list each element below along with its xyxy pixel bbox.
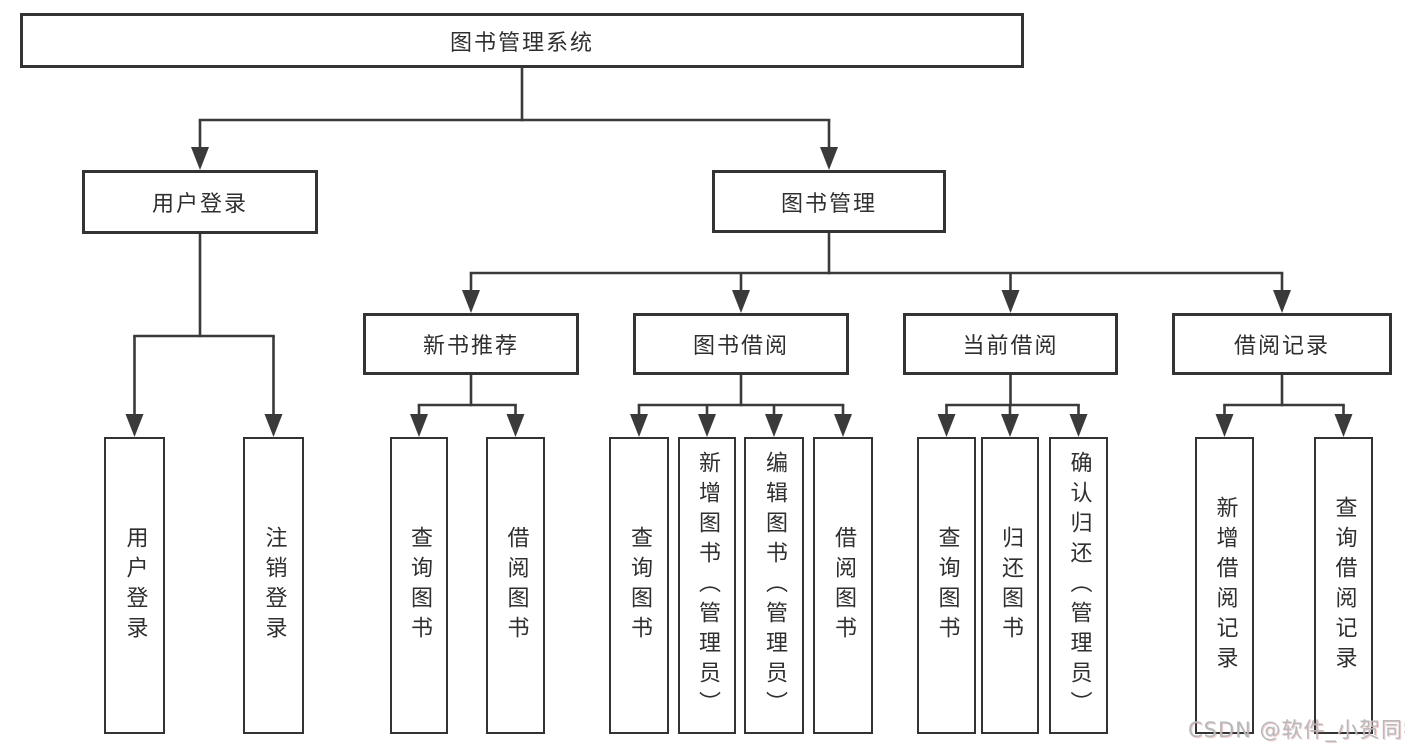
leaf-borrow-add-book-admin: 新增图书（管理员） <box>678 437 736 734</box>
node-label: 当前借阅 <box>962 334 1059 359</box>
leaf-user-login: 用户登录 <box>104 437 165 734</box>
leaf-records-query-record: 查询借阅记录 <box>1314 437 1373 734</box>
leaf-label: 编辑图书（管理员） <box>762 450 787 721</box>
leaf-borrow-borrow-book: 借阅图书 <box>813 437 873 734</box>
leaf-label: 借阅图书 <box>831 525 856 646</box>
node-label: 图书借阅 <box>692 334 789 359</box>
leaf-label: 查询借阅记录 <box>1331 495 1357 676</box>
leaf-borrow-edit-book-admin: 编辑图书（管理员） <box>744 437 804 734</box>
leaf-label: 查询图书 <box>934 525 960 646</box>
node-label: 图书管理系统 <box>449 30 594 56</box>
leaf-records-add-record: 新增借阅记录 <box>1195 437 1254 734</box>
node-new-book-recommend: 新书推荐 <box>363 313 579 375</box>
watermark: CSDN @软件_小贺同学 <box>1188 718 1405 742</box>
leaf-label: 借阅图书 <box>503 525 529 646</box>
leaf-current-confirm-return-admin: 确认归还（管理员） <box>1049 437 1108 734</box>
node-label: 借阅记录 <box>1233 334 1330 359</box>
leaf-borrow-query-book: 查询图书 <box>609 437 669 734</box>
leaf-label: 注销登录 <box>261 525 287 646</box>
leaf-label: 新增借阅记录 <box>1212 495 1238 676</box>
node-current-borrow: 当前借阅 <box>903 313 1118 375</box>
leaf-label: 新增图书（管理员） <box>695 450 720 721</box>
node-label: 新书推荐 <box>422 334 519 359</box>
leaf-current-query-book: 查询图书 <box>917 437 976 734</box>
node-library-system: 图书管理系统 <box>20 13 1024 68</box>
node-label: 图书管理 <box>780 191 877 217</box>
leaf-label: 归还图书 <box>998 525 1023 646</box>
node-borrow-records: 借阅记录 <box>1172 313 1392 375</box>
leaf-logout-login: 注销登录 <box>243 437 304 734</box>
leaf-recommend-query-book: 查询图书 <box>390 437 448 734</box>
leaf-label: 确认归还（管理员） <box>1066 450 1092 721</box>
leaf-label: 查询图书 <box>407 525 432 646</box>
node-label: 用户登录 <box>151 192 248 217</box>
node-user-login: 用户登录 <box>82 170 318 234</box>
leaf-label: 用户登录 <box>122 525 148 646</box>
node-book-borrow: 图书借阅 <box>633 313 849 375</box>
leaf-label: 查询图书 <box>627 525 652 646</box>
leaf-current-return-book: 归还图书 <box>981 437 1039 734</box>
node-book-management: 图书管理 <box>712 170 946 233</box>
leaf-recommend-borrow-book: 借阅图书 <box>486 437 545 734</box>
